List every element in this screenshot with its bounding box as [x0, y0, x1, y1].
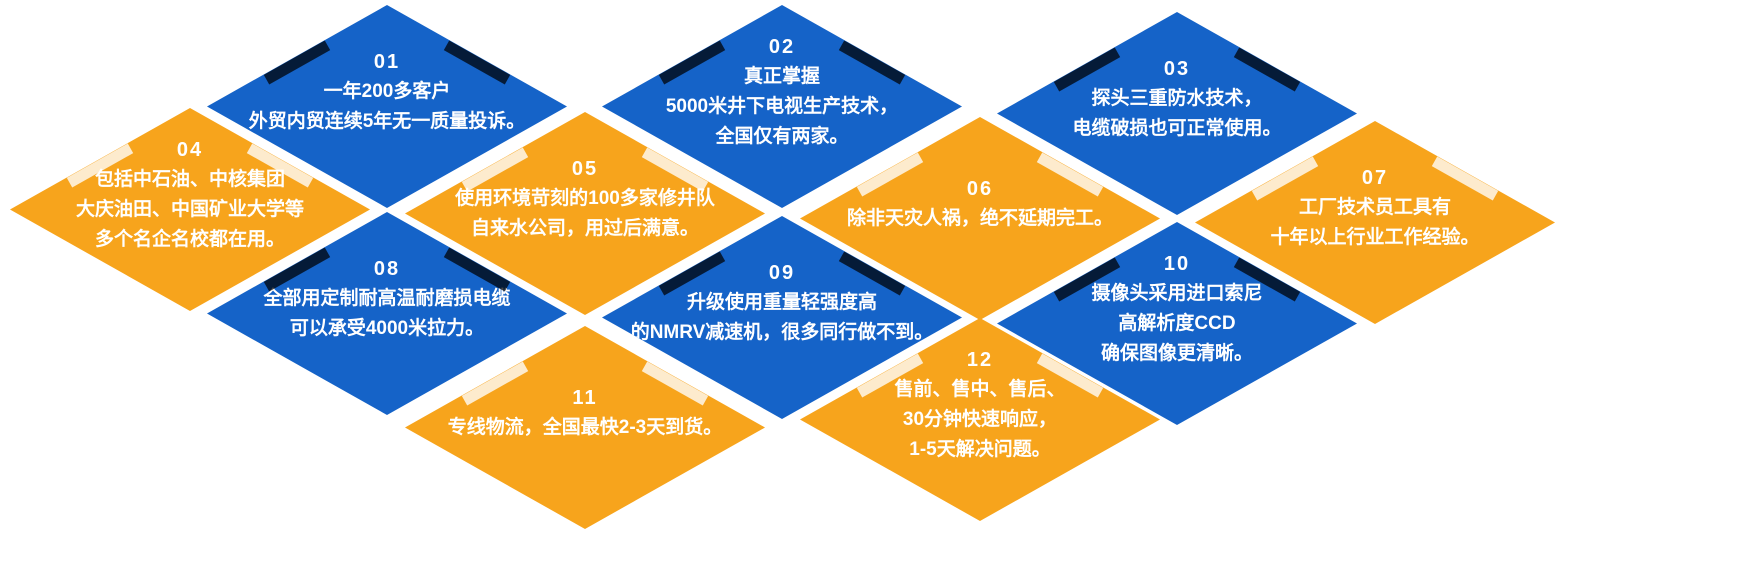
advantage-line: 工厂技术员工具有	[1298, 196, 1451, 218]
advantage-line: 电缆破损也可正常使用。	[1072, 117, 1282, 139]
advantage-number: 11	[572, 386, 598, 409]
advantage-line: 的NMRV减速机，很多同行做不到。	[630, 321, 934, 343]
advantage-line: 包括中石油、中核集团	[94, 168, 285, 190]
advantage-number: 04	[176, 138, 204, 161]
advantage-line: 全国仅有两家。	[715, 125, 849, 147]
advantage-line: 十年以上行业工作经验。	[1270, 226, 1480, 248]
advantage-line: 外贸内贸连续5年无一质量投诉。	[248, 110, 526, 132]
advantage-number: 12	[966, 348, 994, 371]
edge-accent-right	[443, 40, 511, 85]
advantage-number: 09	[768, 261, 796, 284]
advantage-number: 08	[373, 257, 401, 280]
advantage-line: 确保图像更清晰。	[1100, 342, 1253, 364]
advantage-line: 30分钟快速响应，	[902, 408, 1058, 430]
advantage-line: 售前、售中、售后、	[894, 378, 1066, 400]
edge-accent-left	[263, 40, 331, 85]
advantage-line: 多个名企名校都在用。	[94, 228, 285, 250]
advantage-line: 大庆油田、中国矿业大学等	[75, 198, 304, 220]
advantage-number: 06	[966, 177, 994, 200]
advantage-line: 全部用定制耐高温耐磨损电缆	[263, 287, 511, 309]
advantage-line: 升级使用重量轻强度高	[686, 291, 877, 313]
advantage-number: 05	[571, 157, 599, 180]
advantage-number: 10	[1163, 252, 1191, 275]
advantage-line: 1-5天解决问题。	[909, 438, 1051, 460]
edge-accent-left	[658, 40, 726, 85]
advantage-line: 摄像头采用进口索尼	[1091, 282, 1263, 304]
advantage-line: 自来水公司，用过后满意。	[470, 217, 699, 239]
advantage-line: 专线物流，全国最快2-3天到货。	[447, 416, 723, 438]
advantage-line: 真正掌握	[743, 65, 820, 87]
advantage-number: 07	[1361, 166, 1389, 189]
advantage-line: 一年200多客户	[323, 80, 451, 102]
advantage-line: 高解析度CCD	[1118, 312, 1236, 334]
advantage-line: 可以承受4000米拉力。	[289, 317, 485, 339]
advantage-line: 除非天灾人祸，绝不延期完工。	[846, 207, 1113, 229]
advantage-line: 使用环境苛刻的100多家修井队	[455, 187, 715, 209]
advantage-line: 5000米井下电视生产技术，	[665, 95, 899, 117]
advantage-number: 03	[1163, 57, 1191, 80]
advantage-line: 探头三重防水技术，	[1091, 87, 1263, 109]
advantage-number: 01	[373, 50, 401, 73]
edge-accent-right	[838, 40, 906, 85]
edge-accent-left	[461, 361, 529, 406]
advantage-number: 02	[768, 35, 796, 58]
